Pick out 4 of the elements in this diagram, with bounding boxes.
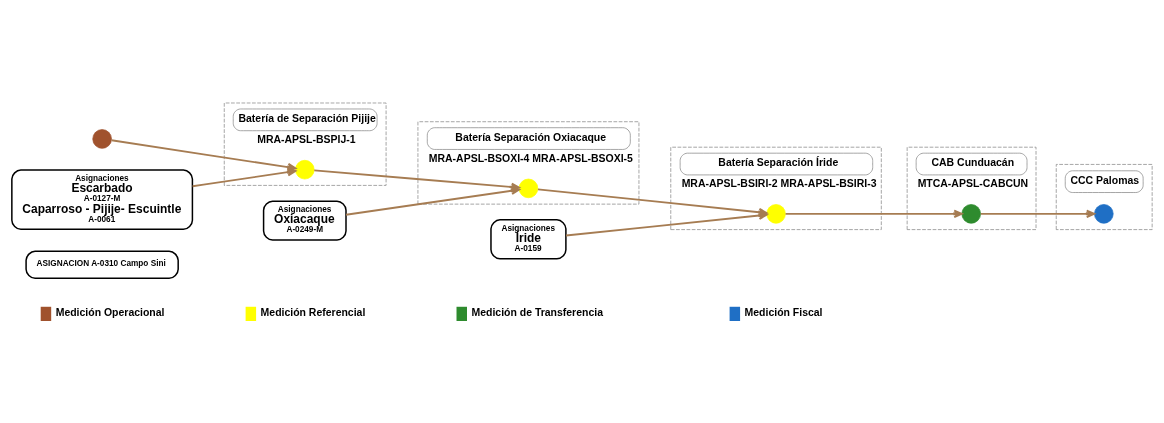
legend-label: Medición Operacional — [55, 306, 165, 318]
legend-label: Medición Fiscal — [744, 306, 823, 318]
legend-label: Medición de Transferencia — [471, 306, 603, 318]
legend-label: Medición Referencial — [260, 306, 366, 318]
